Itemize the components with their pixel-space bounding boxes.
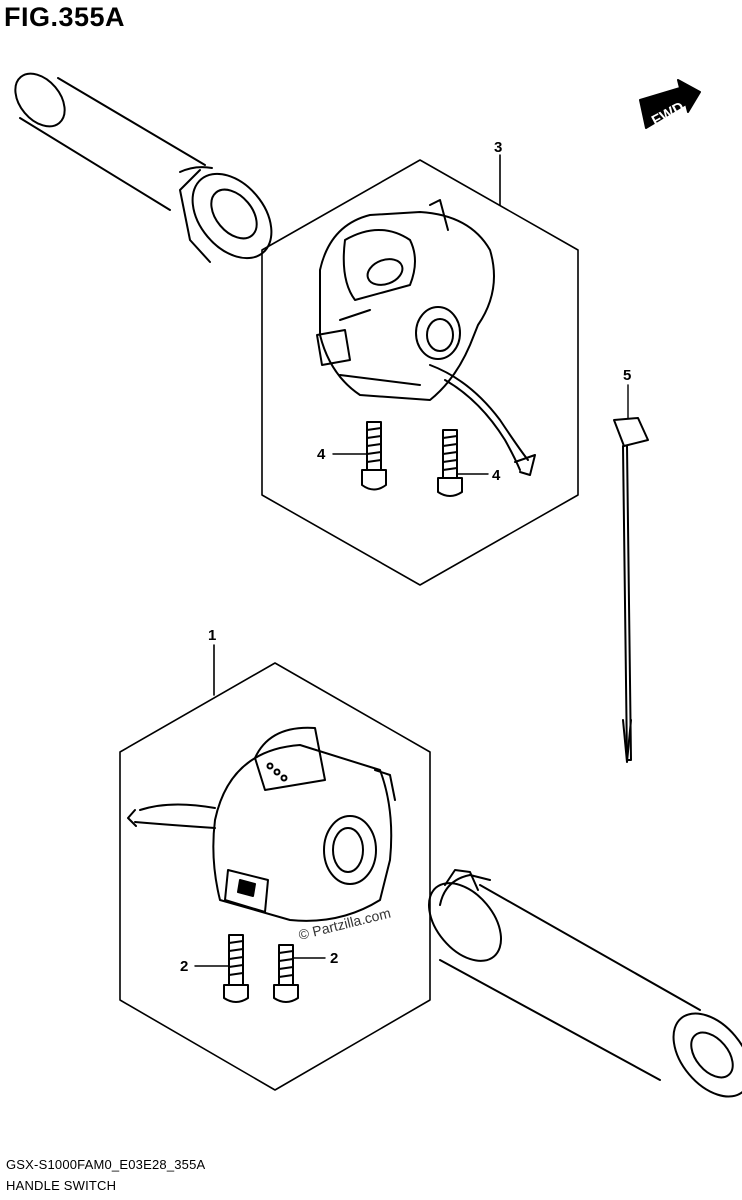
part1-group-outline bbox=[119, 662, 431, 1091]
callout-4b: 4 bbox=[492, 467, 501, 484]
screw-4b-drawing bbox=[437, 429, 463, 497]
figure-name: HANDLE SWITCH bbox=[6, 1178, 117, 1193]
callout-5: 5 bbox=[623, 367, 631, 384]
part3-group-outline bbox=[261, 159, 579, 586]
left-handle-switch-drawing bbox=[127, 726, 396, 922]
callout-4a: 4 bbox=[317, 446, 326, 463]
screw-4a-drawing bbox=[361, 421, 387, 491]
watermark: © Partzilla.com bbox=[297, 905, 392, 943]
callout-3: 3 bbox=[494, 139, 502, 156]
callout-2a: 2 bbox=[180, 958, 188, 975]
left-grip-drawing bbox=[427, 869, 742, 1098]
right-handle-switch-drawing bbox=[316, 199, 536, 476]
figure-title: FIG.355A bbox=[4, 2, 126, 32]
figure-code: GSX-S1000FAM0_E03E28_355A bbox=[6, 1157, 206, 1172]
screw-2b-drawing bbox=[273, 944, 299, 1003]
callout-2b: 2 bbox=[330, 950, 338, 967]
fwd-arrow-icon bbox=[639, 79, 701, 129]
right-grip-drawing bbox=[14, 72, 273, 263]
screw-2a-drawing bbox=[223, 934, 249, 1003]
callout-1: 1 bbox=[208, 627, 216, 644]
cable-tie-drawing bbox=[613, 417, 649, 763]
